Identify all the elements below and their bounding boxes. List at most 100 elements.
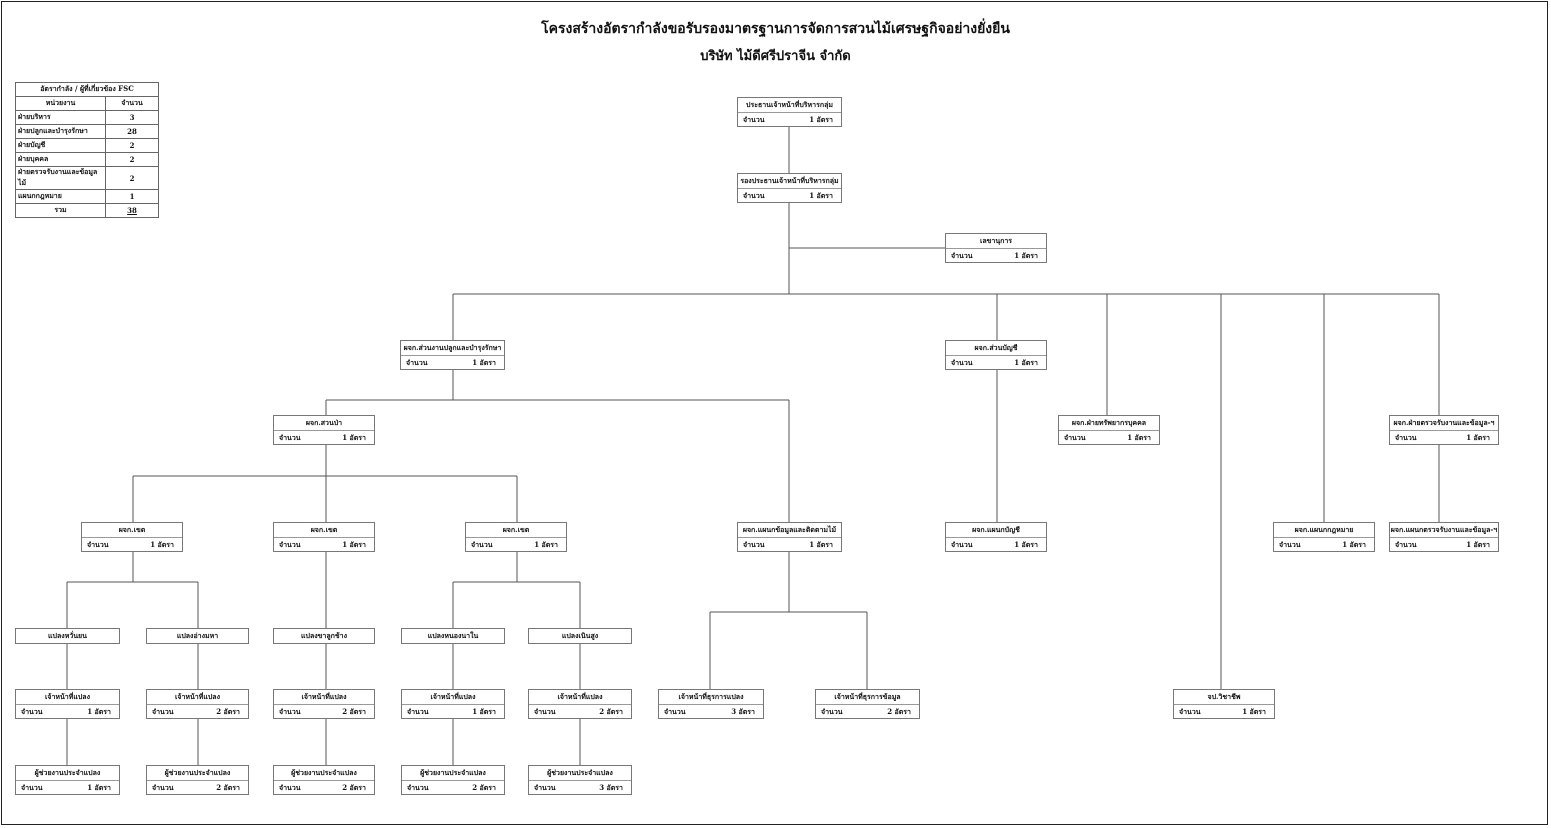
unit-label: อัตรา [1349, 540, 1366, 549]
count-label: จำนวน [1395, 540, 1417, 549]
node-title: แปลงอ่างมหา [176, 631, 219, 640]
count-value: 1 [809, 540, 815, 549]
count-value: 1 [534, 540, 540, 549]
count-value: 1 [472, 358, 478, 367]
count-label: จำนวน [664, 707, 686, 716]
unit-label: อัตรา [349, 433, 366, 442]
node-title: แปลงหวั่นยน [48, 631, 87, 640]
count-label: จำนวน [279, 433, 301, 442]
count-value: 1 [1242, 707, 1248, 716]
node-title: ผจก.สวนป่า [274, 416, 374, 431]
node-plot-3: แปลงขาลูกช้าง [273, 628, 375, 644]
node-title: แปลงหนองนาใน [427, 631, 479, 640]
unit-label: อัตรา [349, 540, 366, 549]
node-title: ผจก.เขต [466, 523, 566, 538]
count-value: 1 [809, 191, 815, 200]
unit-label: อัตรา [94, 783, 111, 792]
unit-label: อัตรา [1473, 540, 1490, 549]
count-value: 2 [342, 707, 348, 716]
count-value: 1 [1014, 540, 1020, 549]
count-label: จำนวน [21, 707, 43, 716]
count-value: 2 [472, 783, 478, 792]
node-plot-2: แปลงอ่างมหา [146, 628, 249, 644]
total-count: 38 [105, 203, 159, 218]
unit-label: อัตรา [479, 783, 496, 792]
count-label: จำนวน [407, 783, 429, 792]
count-value: 2 [599, 707, 605, 716]
count-value: 1 [87, 707, 93, 716]
count-label: จำนวน [87, 540, 109, 549]
unit-label: อัตรา [738, 707, 755, 716]
node-title: ผจก.แผนกข้อมูลและติดตามไม้ [738, 523, 841, 538]
count-label: จำนวน [951, 540, 973, 549]
node-mgr-accounting: ผจก.ส่วนบัญชี จำนวน 1 อัตรา [945, 340, 1047, 370]
count-value: 1 [150, 540, 156, 549]
table-row: ฝ่ายตรวจรับงานและข้อมูลไม้2 [15, 166, 159, 190]
count-value: 1 [1342, 540, 1348, 549]
unit-label: อัตรา [157, 540, 174, 549]
node-title: ผจก.ส่วนงานปลูกและบำรุงรักษา [401, 341, 504, 356]
row-count: 2 [105, 166, 159, 190]
count-value: 1 [809, 115, 815, 124]
count-value: 1 [472, 707, 478, 716]
count-label: จำนวน [951, 358, 973, 367]
node-title: ผู้ช่วยงานประจำแปลง [402, 766, 504, 781]
count-label: จำนวน [1395, 433, 1417, 442]
unit-label: อัตรา [349, 707, 366, 716]
count-label: จำนวน [279, 540, 301, 549]
unit-label: อัตรา [479, 707, 496, 716]
unit-label: อัตรา [606, 707, 623, 716]
count-label: จำนวน [407, 707, 429, 716]
node-title: เลขานุการ [946, 234, 1046, 249]
unit-label: อัตรา [541, 540, 558, 549]
node-title: ผจก.ส่วนบัญชี [946, 341, 1046, 356]
count-label: จำนวน [21, 783, 43, 792]
count-value: 1 [87, 783, 93, 792]
node-title: ผจก.เขต [82, 523, 182, 538]
unit-label: อัตรา [1249, 707, 1266, 716]
count-value: 2 [216, 707, 222, 716]
unit-label: อัตรา [816, 115, 833, 124]
count-value: 3 [731, 707, 737, 716]
node-title: แปลงเนินสูง [561, 631, 599, 640]
count-value: 1 [1127, 433, 1133, 442]
row-unit: ฝ่ายตรวจรับงานและข้อมูลไม้ [15, 166, 106, 190]
row-count: 1 [105, 189, 159, 204]
node-plot-5: แปลงเนินสูง [528, 628, 632, 644]
unit-label: อัตรา [1021, 358, 1038, 367]
node-title: เจ้าหน้าที่ธุรการข้อมูล [816, 690, 919, 705]
unit-label: อัตรา [223, 707, 240, 716]
node-title: เจ้าหน้าที่แปลง [16, 690, 119, 705]
count-value: 1 [342, 433, 348, 442]
node-title: ผจก.แผนกตรวจรับงานและข้อมูล-ฯ [1390, 523, 1498, 538]
count-label: จำนวน [1064, 433, 1086, 442]
unit-label: อัตรา [1021, 540, 1038, 549]
node-zone-1: ผจก.เขต จำนวน 1 อัตรา [81, 522, 183, 552]
count-value: 2 [887, 707, 893, 716]
count-label: จำนวน [534, 783, 556, 792]
count-value: 1 [1466, 433, 1472, 442]
count-value: 1 [1014, 358, 1020, 367]
count-label: จำนวน [534, 707, 556, 716]
count-value: 1 [1014, 251, 1020, 260]
count-value: 1 [1466, 540, 1472, 549]
count-label: จำนวน [406, 358, 428, 367]
node-title: ผจก.ฝ่ายตรวจรับงานและข้อมูล-ฯ [1390, 416, 1498, 431]
node-title: ผจก.ฝ่ายทรัพยากรบุคคล [1059, 416, 1159, 431]
